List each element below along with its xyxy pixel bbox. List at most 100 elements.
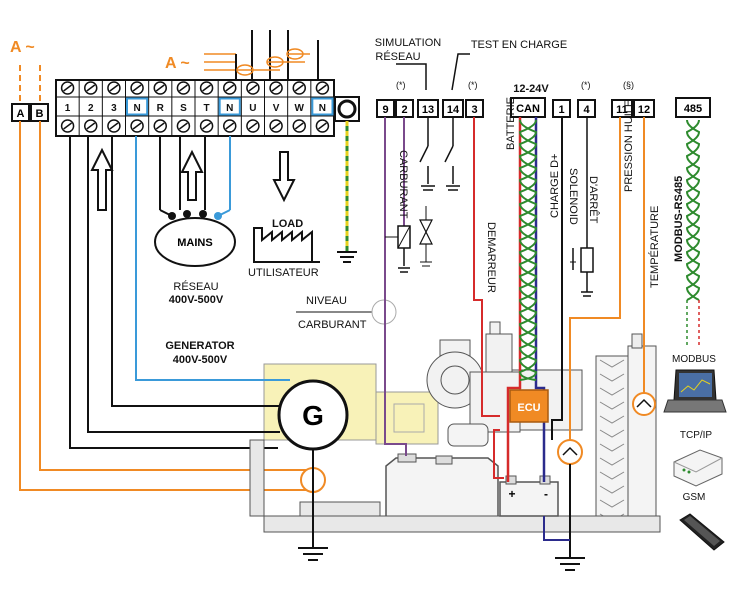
terminal-7: T [194, 80, 214, 136]
label-batterie: BATTERIE [505, 97, 517, 150]
battery-minus: - [544, 487, 548, 501]
phase-symbol-mid: A ~ [165, 55, 190, 72]
terminal-label-8: N [226, 103, 233, 114]
tcpip-label: TCP/IP [680, 430, 713, 441]
simulation-test-contacts [419, 117, 460, 191]
terminal-9: U [240, 80, 260, 136]
ab-feed-lines [19, 65, 41, 104]
terminal-A: A [11, 103, 30, 122]
generator-caption-2: 400V-500V [173, 354, 228, 366]
fuel-wires [384, 117, 433, 456]
phone-icon [679, 513, 725, 551]
earth-wire [337, 121, 357, 263]
load-label: LOAD [272, 218, 303, 230]
svg-text:2: 2 [401, 104, 407, 116]
up-arrow-mains [180, 149, 204, 201]
simulation-label-1: SIMULATION [375, 37, 441, 49]
terminal-label-1: 1 [65, 103, 71, 114]
ctrl-terminal-13: 13 [417, 99, 439, 118]
modbus-label: MODBUS [672, 354, 716, 365]
terminal-3: 3 [101, 80, 121, 136]
svg-text:13: 13 [422, 104, 434, 116]
ctrl-terminal-4: 4 [577, 99, 596, 118]
ecu-label: ECU [517, 402, 540, 414]
radiator [595, 333, 657, 525]
niveau-label-2: CARBURANT [298, 319, 367, 331]
terminal-6: S [171, 80, 191, 136]
svg-text:1: 1 [558, 104, 564, 116]
solenoid-wires [570, 117, 594, 297]
battery-plus: + [508, 487, 515, 501]
ctrl-terminal-1: 1 [552, 99, 571, 118]
ctrl-terminal-14: 14 [442, 99, 464, 118]
gsm-label: GSM [683, 492, 706, 503]
label-carburant: CARBURANT [397, 150, 409, 219]
base-frame [249, 439, 661, 533]
current-transformer [300, 449, 326, 548]
terminal-label-10: V [273, 103, 280, 114]
label-pression: PRESSION HUILE [623, 100, 635, 192]
terminal-label-9: U [249, 103, 256, 114]
svg-text:3: 3 [471, 104, 477, 116]
terminal-8: N [217, 80, 241, 136]
battery: + - [499, 475, 559, 517]
ctrl-terminal-9: 9 [376, 99, 395, 118]
svg-text:9: 9 [382, 104, 388, 116]
oil-pressure-wire [557, 117, 621, 558]
svg-text:CAN: CAN [516, 103, 540, 115]
svg-text:12: 12 [638, 104, 650, 116]
ctrl-terminal-12: 12 [633, 99, 655, 118]
fuel-tank [385, 453, 499, 525]
section-11: (§) [623, 80, 634, 90]
star-3: (*) [468, 80, 478, 90]
svg-text:B: B [36, 108, 44, 120]
generator-wires [19, 121, 308, 491]
ctrl-terminal-3: 3 [465, 99, 484, 118]
terminal-label-11: W [295, 103, 305, 114]
terminal-4: N [125, 80, 149, 136]
terminal-label-2: 2 [88, 103, 94, 114]
label-solenoid-1: SOLENOID [567, 168, 579, 225]
up-arrow-generator [90, 147, 114, 211]
svg-text:A: A [17, 108, 25, 120]
terminal-2: 2 [78, 80, 98, 136]
label-temperature: TEMPÉRATURE [648, 206, 661, 288]
phase-symbol-left: A ~ [10, 39, 35, 56]
test-en-charge-label: TEST EN CHARGE [471, 39, 567, 51]
load-caption: UTILISATEUR [248, 267, 319, 279]
label-demarreur: DEMARREUR [485, 222, 497, 293]
ctrl-terminal-can: CAN [510, 97, 546, 118]
label-modbus-rs485: MODBUS-RS485 [673, 176, 685, 262]
generator-caption-1: GENERATOR [165, 340, 234, 352]
battery-wires [493, 117, 546, 482]
svg-text:4: 4 [583, 104, 590, 116]
laptop-icon [663, 369, 727, 413]
terminal-12: N [310, 80, 334, 136]
engine [426, 321, 583, 433]
terminal-label-5: R [157, 103, 165, 114]
simulation-label-2: RÉSEAU [375, 50, 420, 63]
mains-wires [159, 136, 231, 220]
generator-symbol: G [277, 379, 349, 451]
ecu-box: ECU [509, 389, 549, 423]
starter-motor [447, 423, 489, 447]
ctrl-terminal-11: 11 [611, 99, 633, 118]
terminal-label-4: N [133, 103, 140, 114]
starter-wire [473, 117, 500, 417]
mains-caption-2: 400V-500V [169, 294, 224, 306]
charge-wire [551, 117, 563, 440]
volt-label: 12-24V [513, 83, 549, 95]
star-9: (*) [396, 80, 406, 90]
terminal-label-7: T [204, 103, 210, 114]
terminal-B: B [30, 103, 49, 122]
terminal-label-6: S [180, 103, 187, 114]
router-icon [673, 449, 723, 487]
terminal-10: V [264, 80, 283, 136]
label-solenoid-2: D'ARRÊT [587, 176, 600, 224]
earth-terminal [334, 96, 360, 122]
load-factory-icon [253, 227, 320, 263]
generator-ground [298, 547, 328, 561]
generator-G: G [302, 400, 324, 431]
